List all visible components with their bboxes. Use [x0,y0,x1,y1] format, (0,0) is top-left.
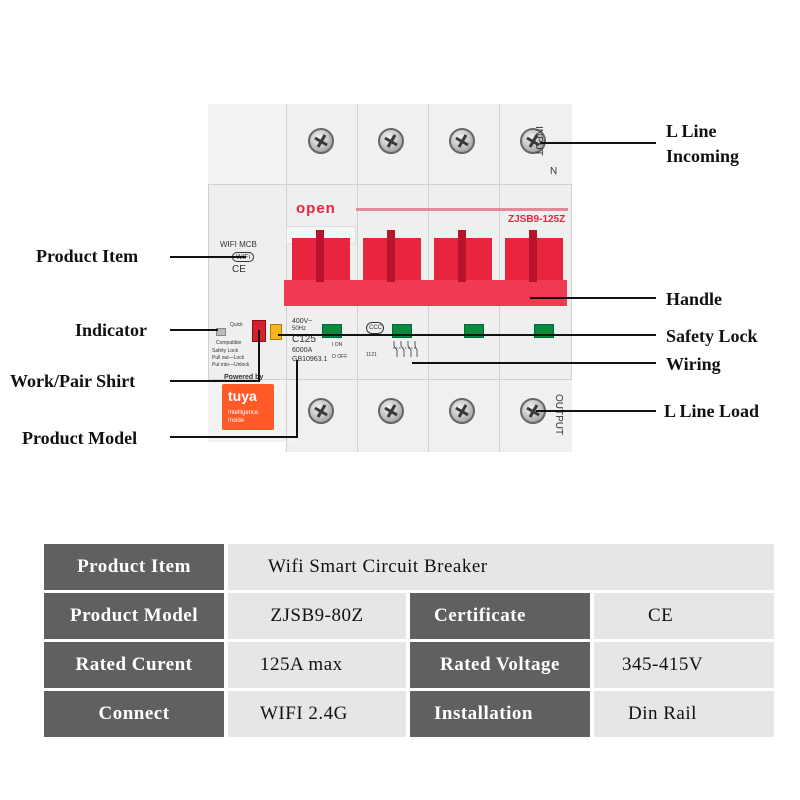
rating-standard: GB10963.1 [292,356,328,363]
callout-l-line-incoming-1: L Line [666,121,717,141]
spec-label-rated-voltage: Rated Voltage [410,642,590,688]
handle-1-base [284,280,358,306]
line-handle [530,297,656,299]
spec-label-rated-current: Rated Curent [44,642,224,688]
intelligence-text: Intelligence [228,410,259,416]
put-into-text: Put into—Unlock [212,362,250,368]
spec-label-product-model: Product Model [44,593,224,639]
top-screw-4 [520,128,546,154]
callout-product-item: Product Item [36,246,139,266]
left-module-top [208,104,287,184]
tuya-logo: tuya [228,388,257,404]
input-label: INPUT [533,126,544,156]
line-l-line-load [536,410,656,412]
line-product-item [170,256,246,258]
brand-pink-line [356,208,568,211]
top-screw-3 [449,128,475,154]
top-screw-2 [378,128,404,154]
callout-handle: Handle [666,289,723,309]
wifi-mcb-text: WIFI MCB [220,240,257,249]
bottom-screw-1 [308,398,334,424]
circuit-breaker-photo: INPUT N open ZJSB9-125Z WIFI MCB WiFi CE… [208,104,572,452]
callout-l-line-incoming-2: Incoming [666,146,740,166]
line-wiring [412,362,656,364]
ccc-code: 1121 [366,352,377,358]
inside-text: Inside [228,418,245,424]
callout-product-model: Product Model [22,428,138,448]
vline-work-pair [258,330,260,382]
bottom-screw-2 [378,398,404,424]
spec-label-certificate: Certificate [410,593,590,639]
compatible-text: Compatible [216,340,242,346]
callout-l-line-load: L Line Load [664,401,760,421]
line-work-pair [170,380,260,382]
output-label: OUTPUT [553,394,564,436]
top-screw-1 [308,128,334,154]
tuya-badge [222,384,274,430]
wiring-diagram [392,340,418,358]
spec-value-connect: WIFI 2.4G [228,691,406,737]
callout-work-pair-shirt: Work/Pair Shirt [10,371,136,391]
safety-lock-small-text: Safety Lock [212,348,239,354]
spec-label-connect: Connect [44,691,224,737]
bottom-screw-3 [449,398,475,424]
rating-curve: C125 [292,334,316,345]
spec-value-product-item: Wifi Smart Circuit Breaker [228,544,774,590]
safety-lock-tab[interactable] [270,324,282,340]
powered-by-text: Powered by [224,374,264,381]
line-indicator [170,329,218,331]
callout-indicator: Indicator [75,320,147,340]
spec-value-installation: Din Rail [594,691,774,737]
off-mark: O OFF [332,354,348,360]
pull-out-text: Pull out—Lock [212,355,245,361]
handle-4-base [497,280,567,306]
on-mark: I ON [332,342,343,348]
ce-mark: CE [232,264,246,275]
spec-value-product-model: ZJSB9-80Z [228,593,406,639]
spec-label-installation: Installation [410,691,590,737]
line-l-line-incoming [540,142,656,144]
spec-value-rated-voltage: 345-415V [594,642,774,688]
spec-label-product-item: Product Item [44,544,224,590]
ccc-mark: CCC [366,322,384,334]
n-label: N [550,166,558,177]
line-safety-lock [278,334,656,336]
callout-wiring: Wiring [666,354,721,374]
rating-frequency: 50Hz [292,326,307,332]
rating-breaking: 6000A [292,347,313,354]
spec-value-rated-current: 125A max [228,642,406,688]
module-model-label: ZJSB9-125Z [508,214,566,225]
callout-safety-lock: Safety Lock [666,326,758,346]
indicator-light [216,328,226,336]
handle-2-base [355,280,429,306]
spec-value-certificate: CE [594,593,774,639]
handle-3-base [426,280,500,306]
vline-product-model [296,360,298,438]
brand-logo: open [296,200,336,217]
quick-text: Quick [230,322,243,328]
rating-voltage: 400V~ [292,318,313,325]
line-product-model [170,436,298,438]
